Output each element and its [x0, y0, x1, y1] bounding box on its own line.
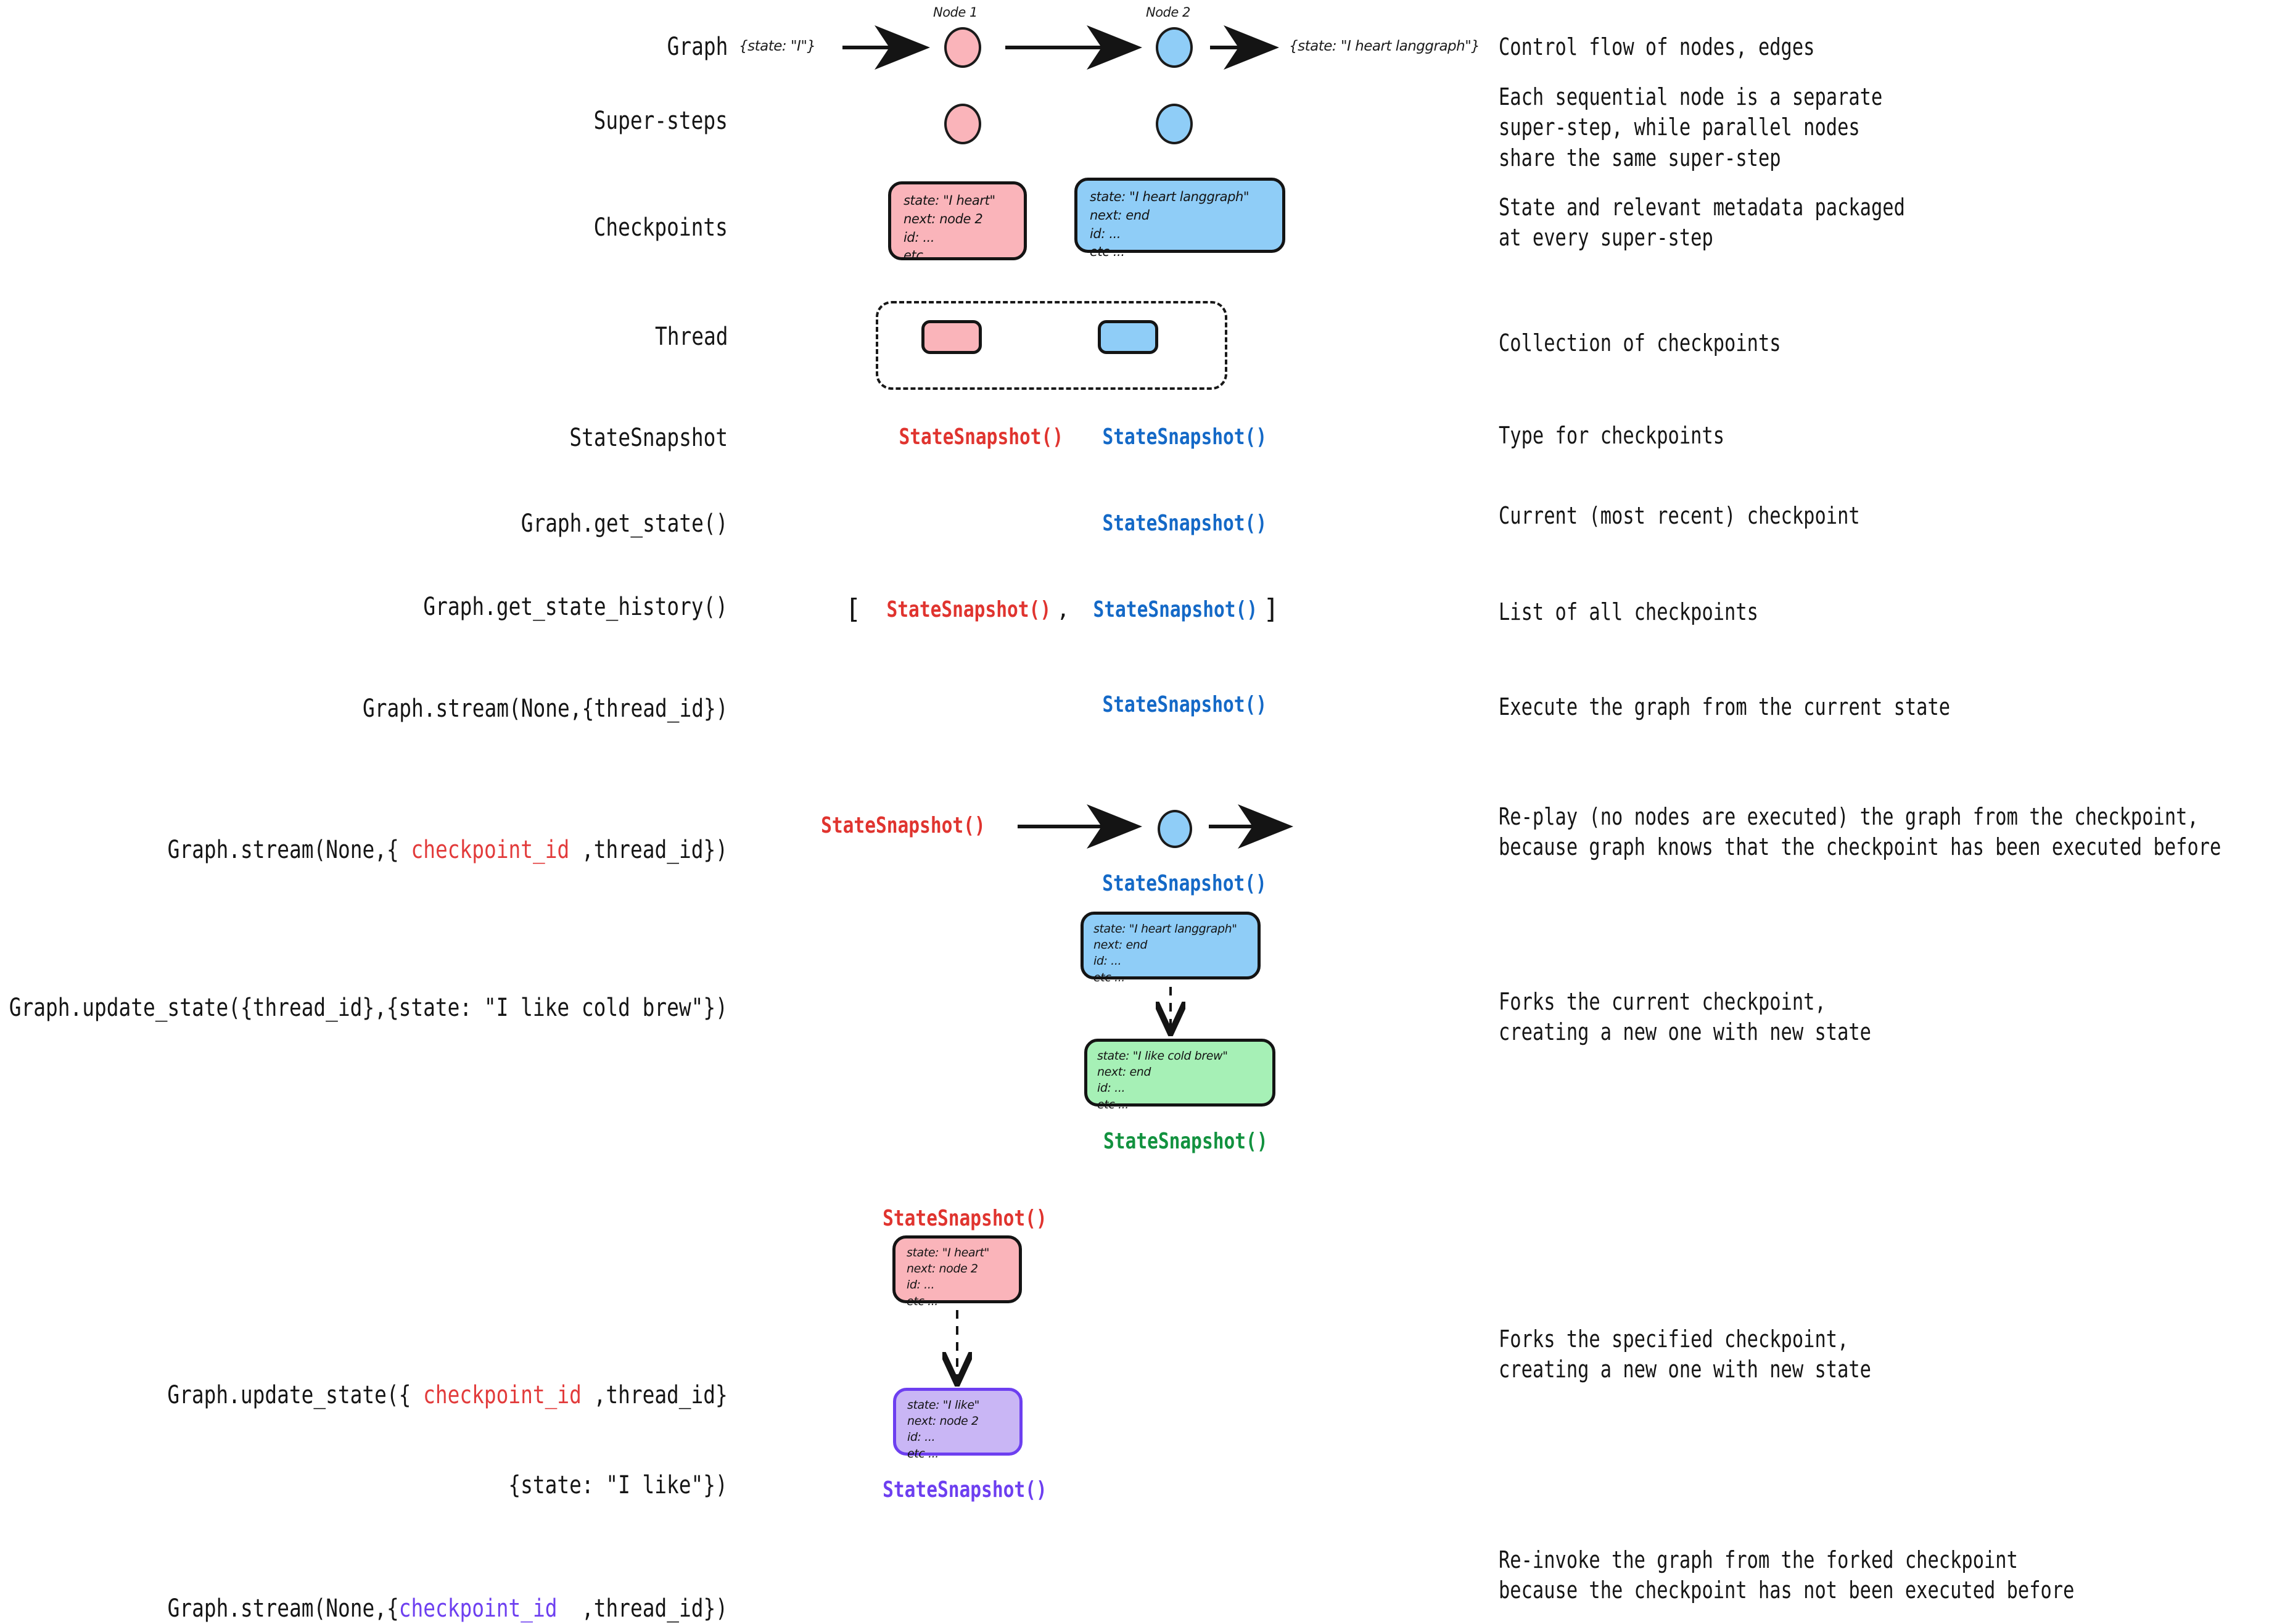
snapshot-label-blue-row5: StateSnapshot()	[1102, 424, 1267, 450]
checkpoint-line: id: ...	[907, 1430, 936, 1445]
checkpoint-line: state: "I like cold brew"	[1097, 1049, 1228, 1063]
checkpoint-id-token: checkpoint_id	[398, 1594, 558, 1623]
superstep-node-1	[944, 104, 981, 144]
row-label-checkpoints: Checkpoints	[593, 213, 728, 242]
desc-update-state-checkpoint: Forks the specified checkpoint, creating…	[1499, 1325, 1871, 1383]
desc-stream-checkpoint: Re-play (no nodes are executed) the grap…	[1499, 803, 2221, 861]
output-state-annotation: {state: "I heart langgraph"}	[1289, 38, 1480, 54]
row-label-statesnapshot: StateSnapshot	[569, 424, 728, 452]
row-label-thread: Thread	[654, 323, 728, 351]
row-label-get-state: Graph.get_state()	[521, 509, 728, 538]
bracket-open: [	[845, 593, 862, 625]
checkpoint-line: state: "I heart langgraph"	[1093, 922, 1237, 936]
update-state-line2: {state: "I like"})	[508, 1470, 728, 1499]
checkpoint-line: state: "I heart"	[907, 1246, 989, 1259]
snapshot-label-red-replay: StateSnapshot()	[821, 813, 986, 838]
checkpoint-id-token: checkpoint_id	[423, 1380, 582, 1409]
row-label-stream-checkpoint: Graph.stream(None,{ checkpoint_id ,threa…	[143, 805, 728, 865]
comma-separator: ,	[1056, 597, 1070, 622]
snapshot-label-blue-stream: StateSnapshot()	[1102, 692, 1267, 717]
row-label-update-state-thread: Graph.update_state({thread_id},{state: "…	[9, 994, 728, 1022]
desc-get-state-history: List of all checkpoints	[1499, 598, 1758, 625]
snapshot-label-red-row5: StateSnapshot()	[899, 424, 1064, 450]
row-label-stream-forked: Graph.stream(None,{checkpoint_id ,thread…	[143, 1564, 728, 1624]
checkpoint-line: id: ...	[904, 229, 935, 245]
checkpoint-line: next: node 2	[907, 1414, 979, 1428]
checkpoint-box-blue-2: state: "I heart langgraph" next: end id:…	[1081, 912, 1261, 984]
row-label-stream-thread: Graph.stream(None,{thread_id})	[362, 695, 728, 723]
checkpoint-line: state: "I like"	[907, 1398, 979, 1412]
bracket-close: ]	[1263, 593, 1280, 625]
row-label-get-state-history: Graph.get_state_history()	[423, 593, 728, 621]
checkpoint-box-green: state: "I like cold brew" next: end id: …	[1084, 1039, 1275, 1111]
checkpoint-line: next: end	[1097, 1065, 1151, 1079]
row-label-update-state-checkpoint: Graph.update_state({ checkpoint_id ,thre…	[168, 1320, 728, 1531]
snapshot-label-purple: StateSnapshot()	[883, 1477, 1047, 1502]
checkpoint-line: next: end	[1093, 938, 1148, 952]
node-2-caption: Node 2	[1146, 5, 1190, 20]
checkpoint-line: next: node 2	[907, 1262, 978, 1276]
node-1-caption: Node 1	[933, 5, 978, 20]
replay-node	[1158, 810, 1192, 848]
update-state-line1: Graph.update_state({ checkpoint_id ,thre…	[168, 1380, 728, 1411]
thread-container	[876, 301, 1227, 390]
checkpoint-line: etc ...	[904, 248, 939, 263]
checkpoint-line: state: "I heart langgraph"	[1090, 189, 1250, 204]
checkpoint-box-blue-1: state: "I heart langgraph" next: end id:…	[1074, 178, 1285, 259]
checkpoint-line: etc ...	[907, 1446, 939, 1461]
checkpoint-line: state: "I heart"	[904, 193, 995, 208]
label-part-prefix: Graph.stream(None,{	[167, 1594, 399, 1623]
desc-super-steps: Each sequential node is a separate super…	[1499, 83, 1883, 171]
thread-checkpoint-blue	[1098, 320, 1158, 354]
desc-statesnapshot: Type for checkpoints	[1499, 422, 1725, 449]
checkpoint-line: etc ...	[1093, 970, 1125, 984]
checkpoint-box-pink-2: state: "I heart" next: node 2 id: ... et…	[892, 1235, 1022, 1308]
thread-checkpoint-pink	[921, 320, 982, 354]
superstep-node-2	[1156, 104, 1193, 144]
checkpoint-line: etc ...	[1097, 1097, 1129, 1111]
label-part-suffix: ,thread_id})	[557, 1594, 728, 1623]
checkpoint-line: id: ...	[1090, 226, 1121, 241]
desc-graph: Control flow of nodes, edges	[1499, 33, 1815, 60]
graph-node-1	[944, 27, 981, 68]
label-part-prefix: Graph.stream(None,{	[167, 835, 411, 864]
desc-update-state-thread: Forks the current checkpoint, creating a…	[1499, 988, 1871, 1046]
snapshot-label-green: StateSnapshot()	[1103, 1129, 1268, 1154]
desc-stream-thread: Execute the graph from the current state	[1499, 693, 1951, 720]
input-state-annotation: {state: "I"}	[739, 38, 816, 54]
snapshot-label-red-fork: StateSnapshot()	[883, 1206, 1047, 1231]
desc-stream-forked: Re-invoke the graph from the forked chec…	[1499, 1546, 2075, 1604]
snapshot-label-blue-history: StateSnapshot()	[1093, 597, 1258, 622]
checkpoint-box-pink-1: state: "I heart" next: node 2 id: ... et…	[888, 181, 1027, 263]
checkpoint-line: id: ...	[907, 1278, 935, 1292]
row-label-super-steps: Super-steps	[593, 107, 728, 135]
graph-node-2	[1156, 27, 1193, 68]
snapshot-label-red-history: StateSnapshot()	[886, 597, 1052, 622]
snapshot-label-blue-replay: StateSnapshot()	[1102, 871, 1267, 896]
label-part-suffix: ,thread_id}	[582, 1380, 728, 1409]
desc-thread: Collection of checkpoints	[1499, 329, 1781, 357]
snapshot-label-blue-get-state: StateSnapshot()	[1102, 511, 1267, 536]
checkpoint-box-purple: state: "I like" next: node 2 id: ... etc…	[893, 1388, 1023, 1461]
checkpoint-line: etc ...	[907, 1294, 938, 1308]
label-part-suffix: ,thread_id})	[569, 835, 728, 864]
checkpoint-line: id: ...	[1097, 1081, 1126, 1095]
checkpoint-line: next: end	[1090, 207, 1150, 223]
label-part-prefix: Graph.update_state({	[167, 1380, 424, 1409]
checkpoint-line: etc ...	[1090, 244, 1125, 260]
row-label-graph: Graph	[667, 33, 728, 61]
desc-get-state: Current (most recent) checkpoint	[1499, 502, 1860, 529]
checkpoint-line: next: node 2	[904, 211, 983, 226]
desc-checkpoints: State and relevant metadata packaged at …	[1499, 194, 1905, 252]
checkpoint-line: id: ...	[1093, 954, 1122, 968]
checkpoint-id-token: checkpoint_id	[411, 835, 570, 864]
